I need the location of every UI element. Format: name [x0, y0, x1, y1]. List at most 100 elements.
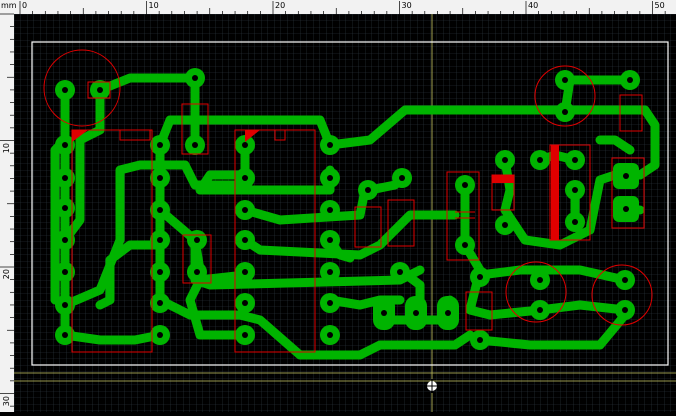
drill-hole [157, 332, 163, 338]
drill-hole [157, 142, 163, 148]
trace [595, 135, 635, 155]
ruler-label-left: 20 [2, 269, 11, 280]
ruler-label-top: 0 [22, 1, 28, 10]
drill-hole [399, 175, 405, 181]
trace [240, 210, 460, 260]
drill-hole [62, 142, 68, 148]
component-outline [505, 261, 567, 323]
drill-hole [623, 173, 629, 179]
ruler-label-top: 10 [148, 1, 159, 10]
ruler-label-top: 30 [401, 1, 412, 10]
trace [475, 265, 630, 285]
drill-hole [194, 269, 200, 275]
drill-hole [62, 332, 68, 338]
component-outline [534, 65, 596, 127]
drill-hole [537, 277, 543, 283]
component-outline [43, 49, 121, 127]
drill-hole [327, 237, 333, 243]
drill-hole [572, 219, 578, 225]
pcb-canvas[interactable] [14, 14, 676, 412]
pcb-layout[interactable] [14, 14, 676, 412]
drill-hole [62, 302, 68, 308]
trace [185, 270, 250, 340]
drill-hole [537, 157, 543, 163]
drill-hole [502, 222, 508, 228]
drill-hole [242, 142, 248, 148]
trace [95, 240, 165, 310]
drill-hole [192, 142, 198, 148]
drill-hole [97, 87, 103, 93]
vertical-ruler-ticks [0, 13, 14, 407]
component-outline [274, 129, 286, 141]
drill-hole [502, 157, 508, 163]
trace [325, 105, 660, 180]
trace [475, 310, 630, 350]
drill-hole [157, 269, 163, 275]
ruler-label-top: 40 [528, 1, 539, 10]
drill-hole [157, 207, 163, 213]
silkscreen [43, 49, 653, 353]
drill-hole [397, 269, 403, 275]
component-outline [354, 206, 382, 248]
component-outline [119, 129, 151, 141]
ruler-label-left: 30 [2, 395, 11, 406]
polarity-bar [551, 145, 559, 240]
component-outline [611, 157, 645, 229]
drill-hole [327, 332, 333, 338]
drill-hole [477, 274, 483, 280]
drill-hole [622, 307, 628, 313]
drill-hole [365, 187, 371, 193]
drill-hole [572, 187, 578, 193]
drill-hole [192, 75, 198, 81]
component-outline [619, 94, 643, 132]
ruler-unit-label: mm [1, 1, 17, 10]
drill-hole [194, 237, 200, 243]
crosshair-icon [425, 379, 439, 393]
drill-hole [242, 175, 248, 181]
drill-hole [242, 332, 248, 338]
drill-hole [242, 207, 248, 213]
drill-hole [622, 277, 628, 283]
drill-hole [157, 237, 163, 243]
silkscreen-marks [72, 130, 559, 240]
drill-hole [327, 142, 333, 148]
ruler-label-left: 10 [2, 142, 11, 153]
drill-hole [562, 77, 568, 83]
drill-hole [623, 206, 629, 212]
drill-hole [462, 182, 468, 188]
drill-hole [242, 237, 248, 243]
drill-hole [242, 269, 248, 275]
drill-hole [157, 175, 163, 181]
drill-hole [562, 109, 568, 115]
trace [195, 140, 335, 195]
drill-hole [327, 269, 333, 275]
component-outline [87, 81, 111, 99]
ruler-label-top: 20 [275, 1, 286, 10]
drill-hole [537, 307, 543, 313]
trace [500, 155, 620, 250]
drill-hole [327, 300, 333, 306]
trace [155, 140, 475, 360]
drill-hole [445, 310, 451, 316]
drill-hole [327, 175, 333, 181]
board-outline [31, 41, 669, 366]
drill-hole [62, 175, 68, 181]
trace [60, 160, 250, 310]
drill-hole [327, 207, 333, 213]
trace [155, 115, 335, 150]
drill-hole [62, 205, 68, 211]
component-outline [591, 264, 653, 326]
component-outline [465, 291, 493, 331]
pin1-marker [72, 130, 88, 142]
drill-hole [477, 337, 483, 343]
drill-holes [62, 75, 633, 343]
component-outline [181, 103, 209, 155]
trace [60, 85, 105, 245]
component-outline [549, 144, 591, 241]
trace [60, 330, 165, 345]
drill-hole [157, 300, 163, 306]
trace [240, 185, 370, 225]
drill-hole [572, 157, 578, 163]
